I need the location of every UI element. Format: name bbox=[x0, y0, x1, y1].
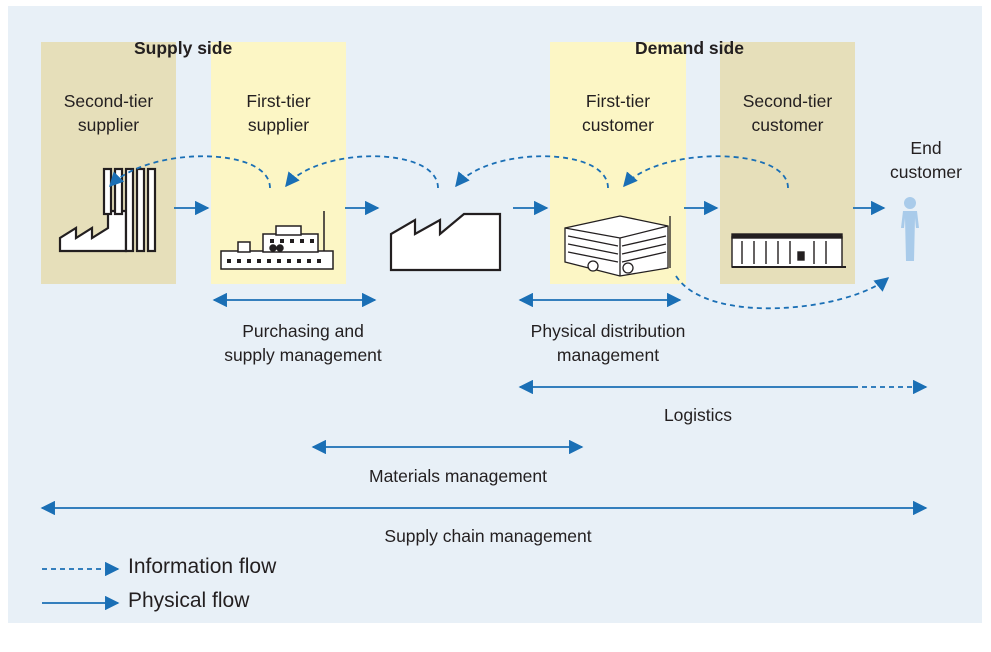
factory-icon bbox=[58, 167, 157, 253]
materials-label: Materials management bbox=[369, 466, 547, 486]
legend-arrows bbox=[42, 561, 120, 611]
physical-distribution-label: Physical distribution management bbox=[530, 321, 686, 365]
supply-side-header: Supply side bbox=[134, 38, 233, 58]
information-flow-arrows bbox=[109, 155, 890, 310]
demand-side-header: Demand side bbox=[635, 38, 744, 58]
manufacturing-plant-icon bbox=[220, 211, 334, 270]
logistics-label: Logistics bbox=[663, 405, 733, 425]
retail-store-icon bbox=[731, 233, 846, 268]
second-tier-supplier-label: Second-tier supplier bbox=[63, 91, 154, 135]
supply-chain-label: Supply chain management bbox=[384, 526, 592, 546]
first-tier-supplier-label: First-tier supplier bbox=[246, 91, 311, 135]
span-arrows bbox=[40, 292, 928, 516]
end-customer-label: End customer bbox=[890, 138, 962, 182]
first-tier-customer-label: First-tier customer bbox=[582, 91, 654, 135]
information-flow-legend-label: Information flow bbox=[128, 555, 277, 578]
purchasing-label: Purchasing and supply management bbox=[224, 321, 382, 365]
person-icon bbox=[901, 197, 919, 261]
distribution-center-icon bbox=[564, 215, 671, 277]
physical-flow-legend-label: Physical flow bbox=[128, 589, 250, 612]
focal-company-factory-icon bbox=[389, 212, 502, 272]
flow-graphics bbox=[40, 155, 928, 611]
second-tier-customer-label: Second-tier customer bbox=[742, 91, 833, 135]
diagram-canvas: Supply side Demand side Second-tier supp… bbox=[8, 6, 982, 623]
